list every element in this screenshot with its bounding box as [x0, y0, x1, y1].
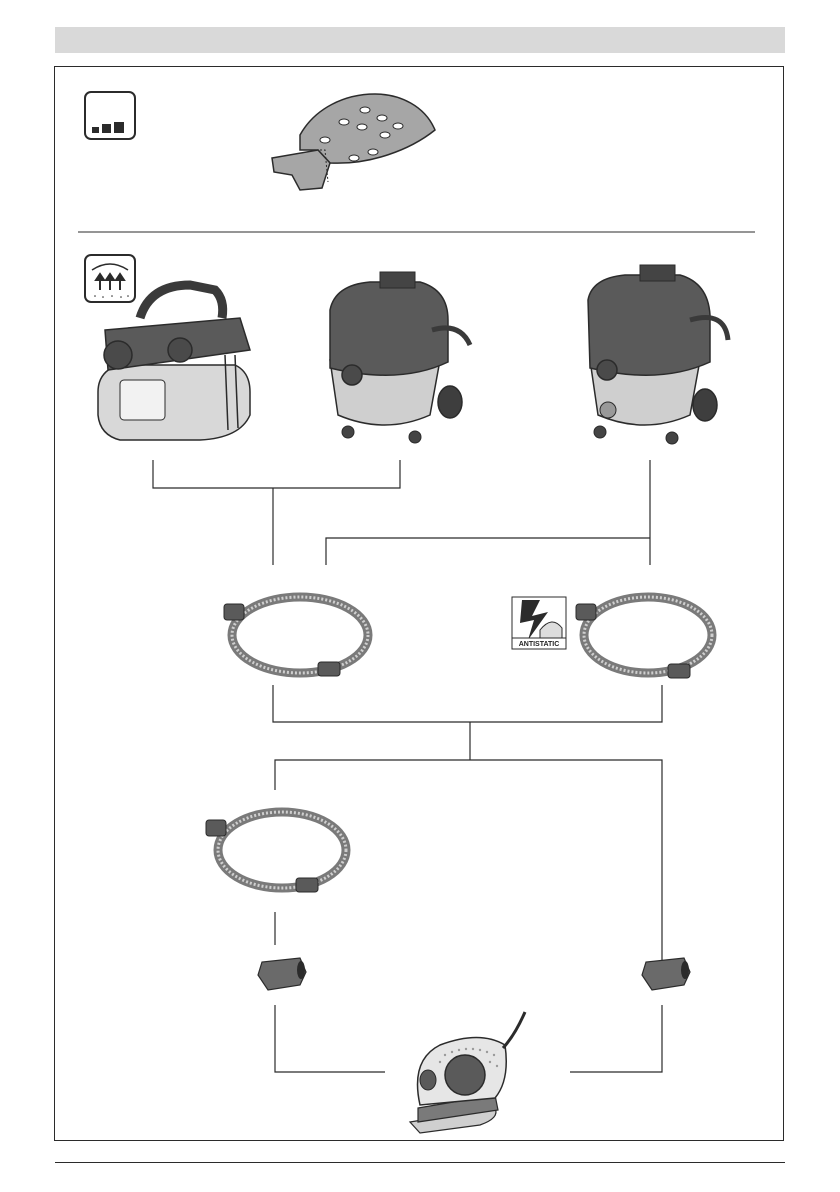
connection-lines-top: [153, 460, 650, 565]
compact-vacuum-illustration: [98, 285, 250, 440]
adapter-left-illustration: [258, 958, 306, 990]
antistatic-hose-illustration: [576, 597, 712, 678]
hose-illustration: [224, 597, 368, 676]
adapter-right-illustration: [642, 958, 690, 990]
professional-vacuum-illustration: [588, 265, 728, 444]
multi-sander-illustration: [410, 1012, 525, 1133]
dust-extraction-icon: [85, 255, 135, 302]
antistatic-badge: ANTISTATIC: [512, 597, 566, 649]
wet-dry-vacuum-illustration: [330, 272, 470, 443]
sanding-sheet-illustration: [272, 94, 435, 190]
short-hose-illustration: [206, 812, 346, 892]
antistatic-label: ANTISTATIC: [519, 641, 560, 648]
dust-bag-icon: [85, 92, 135, 139]
